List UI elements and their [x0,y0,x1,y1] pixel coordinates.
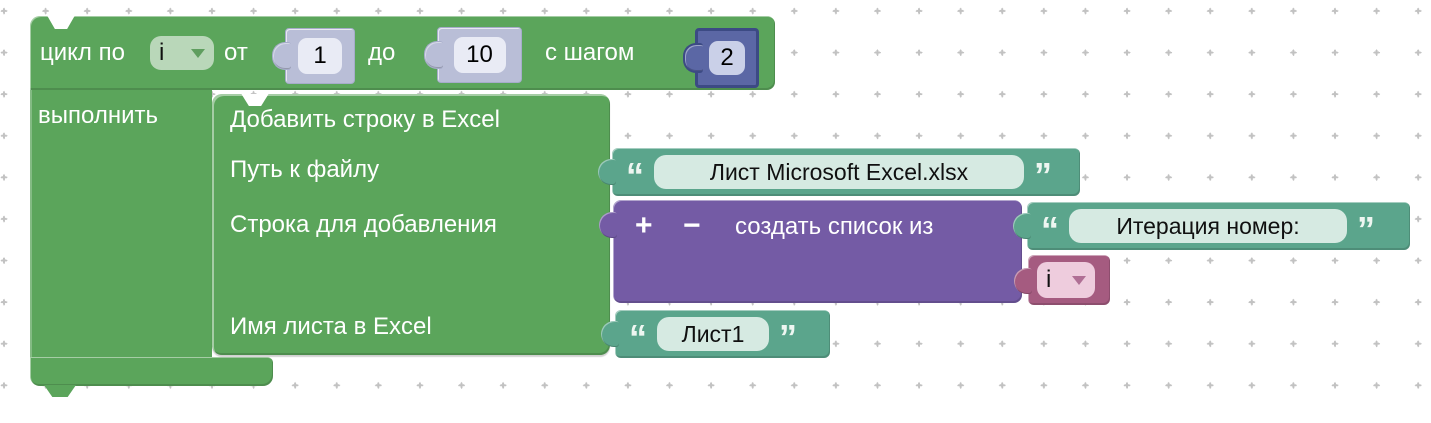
left-connector [424,41,443,69]
chevron-down-icon [1072,275,1086,285]
item-text-field[interactable]: Итерация номер: [1069,209,1347,243]
loop-from-shadow-block[interactable]: 1 [272,28,355,84]
left-connector [598,159,616,185]
excel-row-label: Строка для добавления [230,211,497,238]
sheet-text-field[interactable]: Лист1 [657,317,769,351]
string-block-sheet[interactable]: “ Лист1 ” [601,310,830,358]
loop-step-number-block[interactable]: 2 [683,28,759,88]
loop-to-shadow-block[interactable]: 10 [424,27,522,83]
chevron-down-icon [191,48,205,58]
create-list-block[interactable]: + − создать список из [599,200,1022,303]
loop-to-field[interactable]: 10 [453,37,506,73]
variable-dropdown[interactable]: i [1037,262,1095,298]
top-notch [47,16,75,29]
loop-from-label: от [224,39,248,66]
left-connector [599,212,617,238]
open-quote-icon: “ [626,155,644,196]
variable-block[interactable]: i [1014,255,1110,305]
create-list-label: создать список из [735,213,934,240]
loop-block-spine[interactable]: выполнить [30,90,212,357]
loop-from-field[interactable]: 1 [298,38,342,74]
excel-add-row-block[interactable]: Добавить строку в Excel Путь к файлу Стр… [212,94,610,355]
open-quote-icon: “ [1041,209,1059,250]
list-add-item-button[interactable]: + [635,209,653,242]
path-text-field[interactable]: Лист Microsoft Excel.xlsx [654,155,1024,189]
loop-block-foot[interactable] [30,357,273,386]
loop-for-label: цикл по [40,39,125,66]
close-quote-icon: ” [779,317,797,358]
excel-path-label: Путь к файлу [230,156,380,183]
string-block-path[interactable]: “ Лист Microsoft Excel.xlsx ” [598,148,1080,196]
left-connector [1013,213,1031,239]
left-connector [601,321,619,347]
loop-step-label: с шагом [545,39,635,66]
variable-value: i [1046,266,1052,293]
close-quote-icon: ” [1034,155,1052,196]
close-quote-icon: ” [1357,209,1375,250]
left-connector [272,42,291,70]
left-connector [683,43,703,73]
excel-sheet-label: Имя листа в Excel [230,313,432,340]
bottom-connector [44,385,76,397]
loop-do-label: выполнить [38,102,158,129]
loop-block[interactable]: цикл по i от 1 до 10 с шагом 2 [30,16,775,90]
top-notch [241,94,269,106]
list-remove-item-button[interactable]: − [683,209,701,242]
loop-variable-dropdown[interactable]: i [150,36,214,70]
loop-step-field[interactable]: 2 [709,41,745,75]
string-block-item[interactable]: “ Итерация номер: ” [1013,202,1410,250]
loop-variable-value: i [159,39,165,66]
excel-block-title: Добавить строку в Excel [230,106,500,133]
loop-to-label: до [368,39,396,66]
left-connector [1014,268,1032,294]
open-quote-icon: “ [629,317,647,358]
